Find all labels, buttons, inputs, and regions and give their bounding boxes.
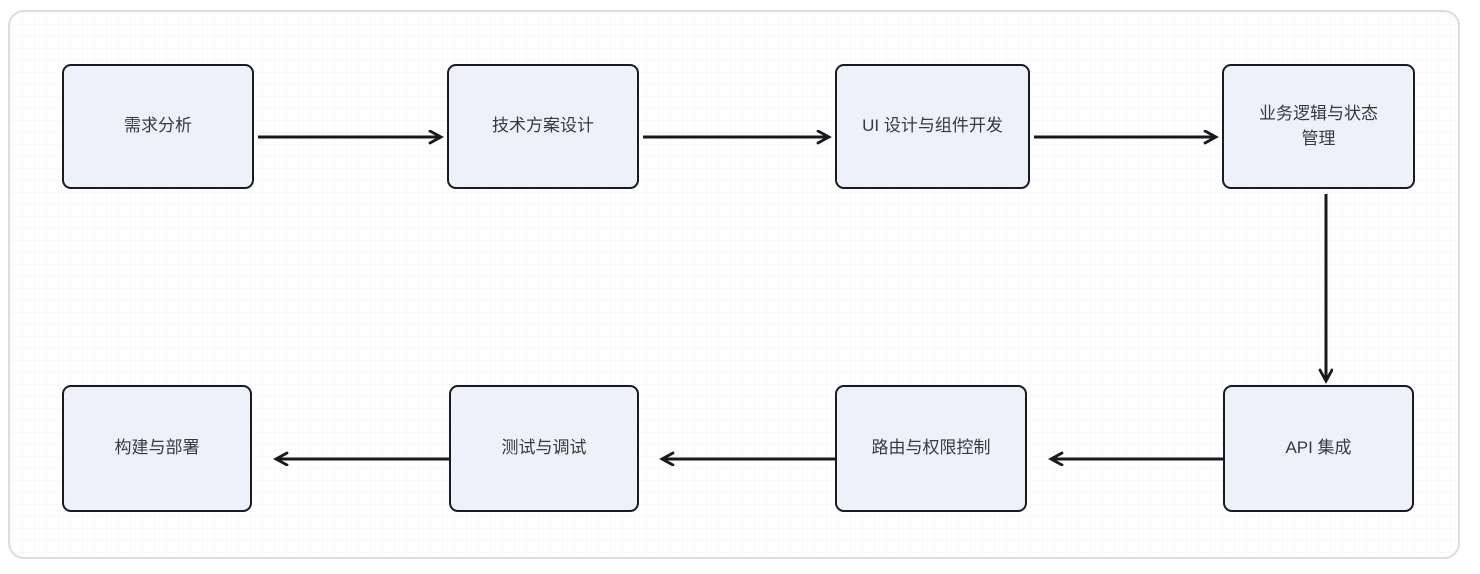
node-build-deploy[interactable]: 构建与部署 bbox=[62, 385, 252, 512]
node-label: 测试与调试 bbox=[501, 438, 587, 458]
node-label: 构建与部署 bbox=[114, 438, 200, 458]
node-business-logic-state[interactable]: 业务逻辑与状态管理 bbox=[1222, 64, 1415, 189]
node-routing-permissions[interactable]: 路由与权限控制 bbox=[835, 385, 1027, 512]
node-testing-debugging[interactable]: 测试与调试 bbox=[449, 385, 639, 512]
node-ui-component-dev[interactable]: UI 设计与组件开发 bbox=[835, 64, 1030, 189]
node-requirements-analysis[interactable]: 需求分析 bbox=[62, 64, 254, 189]
node-label: 路由与权限控制 bbox=[871, 438, 991, 458]
node-label: 技术方案设计 bbox=[492, 116, 594, 136]
node-label: UI 设计与组件开发 bbox=[862, 116, 1003, 136]
node-label: 需求分析 bbox=[124, 116, 192, 136]
node-label: 业务逻辑与状态管理 bbox=[1259, 103, 1378, 148]
node-technical-design[interactable]: 技术方案设计 bbox=[447, 64, 639, 189]
node-label: API 集成 bbox=[1285, 438, 1352, 458]
diagram-canvas: 需求分析 技术方案设计 UI 设计与组件开发 业务逻辑与状态管理 API 集成 … bbox=[8, 10, 1460, 559]
node-api-integration[interactable]: API 集成 bbox=[1223, 385, 1414, 512]
